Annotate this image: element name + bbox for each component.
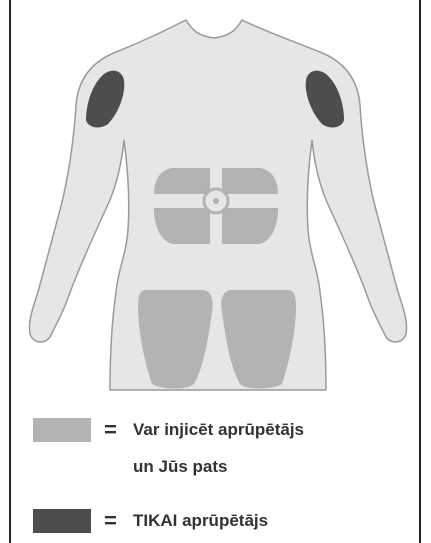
- legend-label-caregiver-only: TIKAI aprūpētājs: [133, 509, 268, 533]
- legend-label-self-and-caregiver: Var injicēt aprūpētājs: [133, 418, 304, 442]
- body-diagram: [0, 0, 431, 400]
- legend-swatch-dark: [33, 509, 91, 533]
- legend-label-self-and-caregiver-line2: un Jūs pats: [133, 455, 227, 479]
- legend-swatch-light: [33, 418, 91, 442]
- legend-equals-1: =: [104, 418, 117, 442]
- navel: [213, 198, 219, 204]
- legend-equals-2: =: [104, 509, 117, 533]
